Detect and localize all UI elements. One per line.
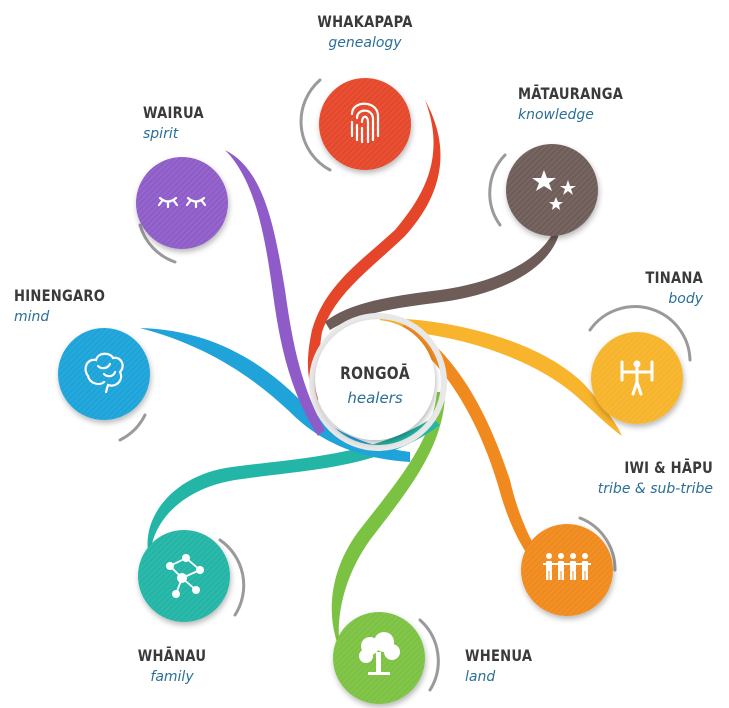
label-whenua: WHENUA land xyxy=(465,646,685,685)
node-iwi-hapu xyxy=(521,516,617,616)
label-matauranga: MĀTAURANGA knowledge xyxy=(518,84,729,123)
tinana-title: TINANA xyxy=(645,268,703,287)
label-hinengaro: HINENGARO mind xyxy=(14,286,234,325)
ribbon-hinengaro xyxy=(140,328,410,462)
label-whanau: WHĀNAU family xyxy=(62,646,282,685)
matauranga-title: MĀTAURANGA xyxy=(518,84,624,103)
node-matauranga xyxy=(488,144,598,236)
whakapapa-subtitle: genealogy xyxy=(328,35,402,51)
wairua-title: WAIRUA xyxy=(143,103,204,122)
ribbon-wairua xyxy=(225,150,325,436)
ribbon-iwi-hapu xyxy=(400,322,560,585)
matauranga-subtitle: knowledge xyxy=(518,107,594,123)
tinana-subtitle: body xyxy=(668,291,703,307)
person-exercise-icon xyxy=(620,360,654,396)
closed-eyes-icon xyxy=(157,196,207,209)
ribbon-whakapapa xyxy=(307,100,441,400)
iwi-hapu-subtitle: tribe & sub-tribe xyxy=(597,481,713,497)
people-group-icon xyxy=(543,553,591,580)
label-wairua: WAIRUA spirit xyxy=(143,103,363,142)
center-circle xyxy=(309,313,447,451)
node-whenua xyxy=(333,612,440,704)
ribbon-matauranga xyxy=(325,205,562,330)
hinengaro-subtitle: mind xyxy=(14,309,50,325)
label-tinana: TINANA body xyxy=(483,268,703,307)
node-whakapapa xyxy=(299,78,411,172)
node-wairua xyxy=(136,157,228,264)
whanau-subtitle: family xyxy=(150,669,194,685)
label-whakapapa: WHAKAPAPA genealogy xyxy=(255,12,475,51)
tree-icon xyxy=(359,632,400,675)
hinengaro-title: HINENGARO xyxy=(14,286,106,305)
center-subtitle: healers xyxy=(347,389,403,407)
ribbons xyxy=(140,100,622,650)
ribbon-whenua xyxy=(331,392,445,650)
node-hinengaro xyxy=(58,328,150,442)
wairua-subtitle: spirit xyxy=(143,126,179,142)
stars-icon xyxy=(532,170,576,210)
brain-icon xyxy=(84,352,124,394)
center-title: RONGOĀ xyxy=(340,364,410,384)
whenua-subtitle: land xyxy=(465,669,496,685)
whakapapa-title: WHAKAPAPA xyxy=(317,12,413,31)
node-tinana xyxy=(588,305,692,424)
fingerprint-icon xyxy=(350,102,380,144)
whenua-title: WHENUA xyxy=(465,646,533,665)
center-label: RONGOĀ healers xyxy=(300,364,450,407)
iwi-hapu-title: IWI & HĀPU xyxy=(624,458,713,477)
whanau-title: WHĀNAU xyxy=(137,646,207,665)
network-icon xyxy=(166,554,204,598)
label-iwi-hapu: IWI & HĀPU tribe & sub-tribe xyxy=(493,458,713,497)
node-whanau xyxy=(138,530,246,622)
